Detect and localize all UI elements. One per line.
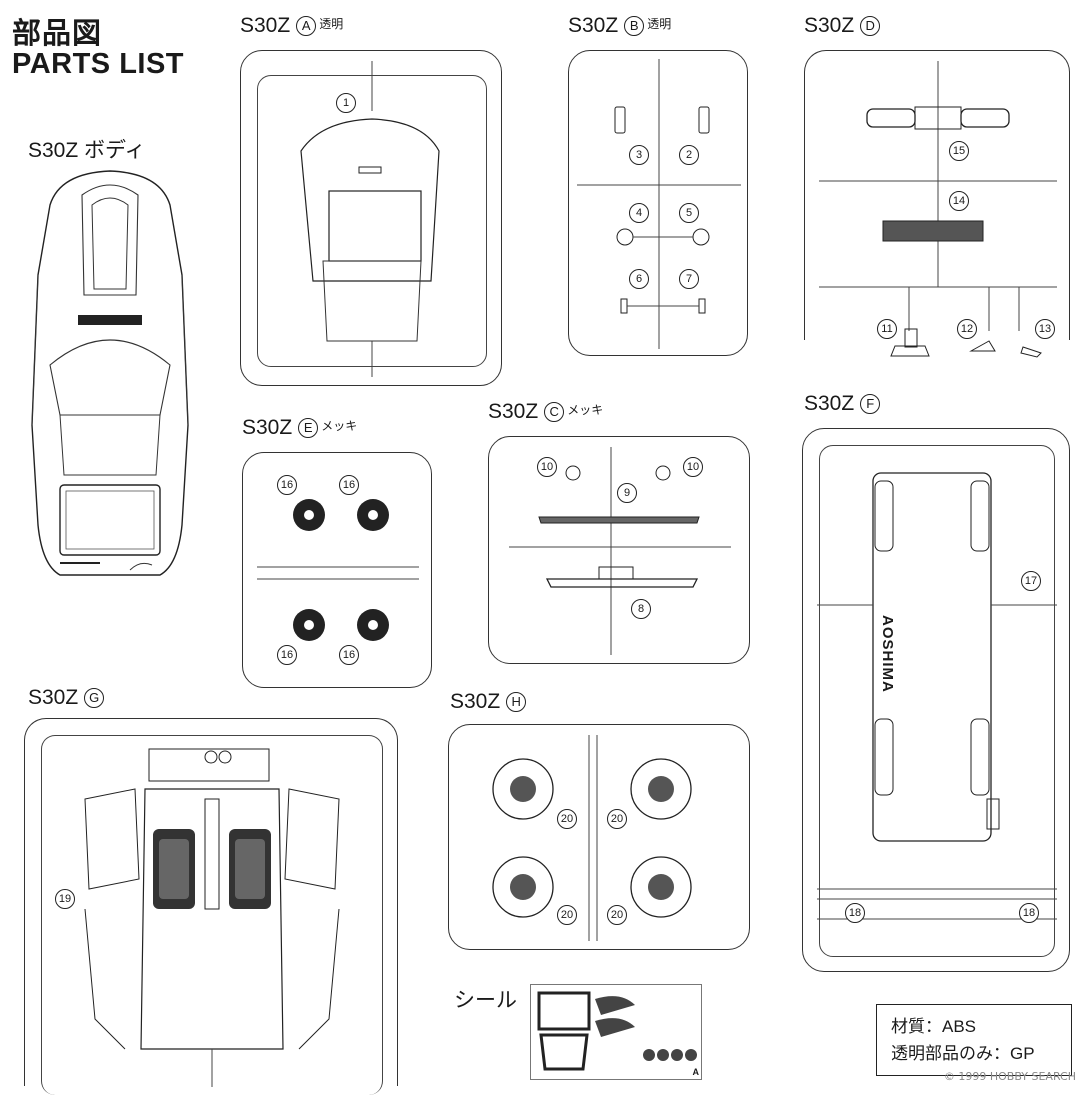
sprue-tree-a: 1 [240, 50, 502, 386]
part-number: 18 [845, 903, 865, 923]
chassis-logo: AOSHIMA [879, 615, 896, 693]
part-number: 11 [877, 319, 897, 339]
part-number: 14 [949, 191, 969, 211]
sprue-tree-h: 20 20 20 20 [448, 724, 750, 950]
material-line: 透明部品のみ：GP [891, 1044, 1035, 1063]
part-number: 15 [949, 141, 969, 161]
decal-letter: A [692, 1067, 700, 1077]
material-line: 材質：ABS [891, 1017, 977, 1036]
watermark: © 1999 HOBBY SEARCH [943, 1070, 1076, 1083]
sprue-tree-d: 15 14 11 12 13 [804, 50, 1070, 358]
part-number: 18 [1019, 903, 1039, 923]
part-number: 6 [629, 269, 649, 289]
part-number: 16 [339, 645, 359, 665]
sprue-tree-b: 3 2 4 5 6 7 [568, 50, 748, 356]
part-number: 10 [537, 457, 557, 477]
part-number: 3 [629, 145, 649, 165]
bumper-parts [509, 447, 731, 655]
part-number: 19 [55, 889, 75, 909]
part-number: 20 [607, 809, 627, 829]
part-number: 2 [679, 145, 699, 165]
part-number: 20 [557, 905, 577, 925]
part-number: 9 [617, 483, 637, 503]
part-number: 13 [1035, 319, 1055, 339]
title-japanese: 部品図 [12, 18, 103, 50]
materials-note: 材質：ABS 透明部品のみ：GP [876, 1004, 1072, 1076]
sprue-tree-f: AOSHIMA 17 18 18 [802, 428, 1070, 972]
decal-graphics [537, 991, 697, 1071]
part-number: 20 [607, 905, 627, 925]
part-number: 16 [339, 475, 359, 495]
part-number: 20 [557, 809, 577, 829]
body-drawing [31, 170, 189, 576]
lens-parts [577, 59, 741, 349]
tail-lamp-parts [819, 61, 1057, 358]
part-number: 4 [629, 203, 649, 223]
tire-parts [492, 735, 692, 941]
part-number: 12 [957, 319, 977, 339]
part-number: 8 [631, 599, 651, 619]
part-number: 10 [683, 457, 703, 477]
interior-tub [84, 748, 340, 1087]
wheel-parts [257, 499, 419, 641]
decal-label: シール [454, 989, 517, 1012]
part-number: 7 [679, 269, 699, 289]
part-number: 1 [336, 93, 356, 113]
part-number: 16 [277, 475, 297, 495]
sprue-tree-c: 10 10 9 8 [488, 436, 750, 664]
body-label: S30Z ボディ [28, 139, 146, 162]
part-number: 16 [277, 645, 297, 665]
windshield-part [300, 61, 440, 377]
title-english: PARTS LIST [12, 48, 185, 80]
chassis-part [817, 472, 1057, 920]
sprue-tree-g: 19 [24, 718, 398, 1095]
part-number: 17 [1021, 571, 1041, 591]
sprue-tree-e: 16 16 16 16 [242, 452, 432, 688]
decal-sheet: A [530, 984, 702, 1080]
part-number: 5 [679, 203, 699, 223]
